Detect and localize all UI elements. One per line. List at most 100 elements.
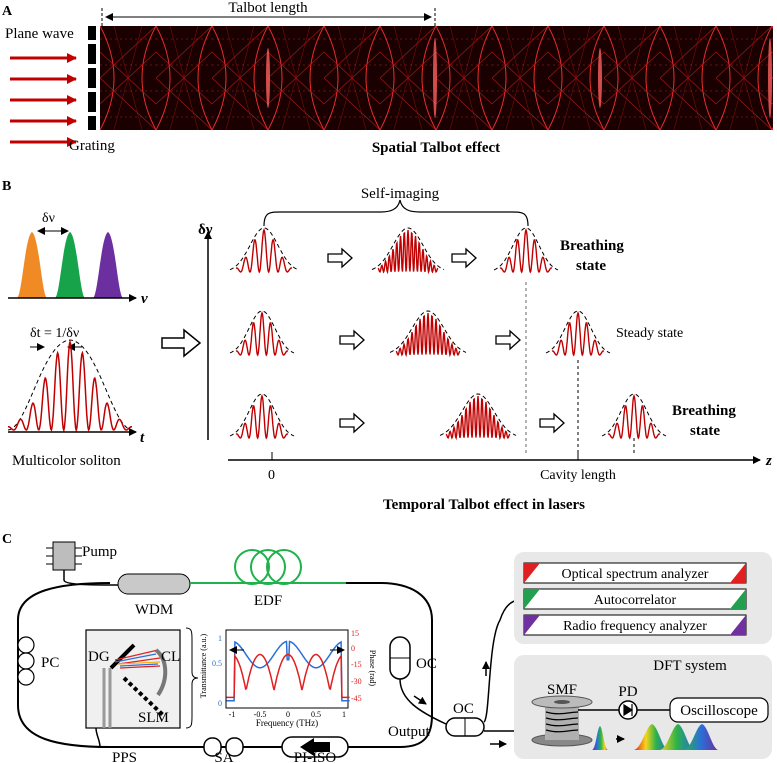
slm-label: SLM [138, 710, 169, 726]
pulse-envelope-5 [389, 310, 467, 353]
self-imaging-label: Self-imaging [361, 186, 440, 202]
nu-axis-label: ν [141, 291, 148, 307]
pulse-snapshot-1 [235, 228, 293, 274]
pulse-snapshot-8 [445, 395, 511, 441]
pulse-snapshot-5 [395, 312, 461, 358]
inset-left-tick-1: 1 [218, 634, 222, 643]
pulse-envelope-8 [439, 393, 517, 436]
spectral-line-green [55, 232, 85, 298]
oc1-to-oc2-fiber [399, 678, 447, 725]
delta-t-label: δt = 1/δν [30, 326, 79, 341]
panel-b-caption: Temporal Talbot effect in lasers [383, 497, 585, 513]
autocorrelator-instrument [523, 588, 747, 610]
edf-coil [190, 549, 346, 585]
dft-title: DFT system [653, 658, 727, 674]
inset-right-tick-m45: -45 [351, 694, 362, 703]
inset-right-tick-0: 0 [351, 644, 355, 653]
pulse-snapshot-6 [551, 310, 605, 357]
dg-label: DG [88, 649, 110, 665]
inset-left-tick-0-5: 0.5 [212, 659, 222, 668]
pps-fiber [95, 727, 101, 748]
concave-lens [154, 648, 168, 697]
pulse-snapshot-4 [235, 310, 289, 357]
pulse-envelope-9 [601, 393, 667, 437]
autocorrelator-label: Autocorrelator [594, 593, 677, 608]
pulse-envelope-3 [493, 227, 559, 271]
breathing-state-1b: state [576, 258, 606, 274]
panel-c: C Pump WDM EDF PC [2, 532, 772, 763]
tick-zero-label: 0 [268, 468, 275, 483]
pump [46, 541, 119, 586]
fiber-ring [17, 582, 433, 748]
soliton-pulse-train [8, 339, 132, 433]
wdm [117, 573, 191, 595]
plane-wave-arrows [10, 53, 77, 147]
evolution-arrow-4 [495, 329, 521, 351]
y-axis-label: δν [198, 222, 213, 238]
saturable-absorber [203, 737, 244, 757]
output-label: Output [388, 724, 431, 740]
spectral-line-purple [93, 232, 123, 298]
sa-label: SA [214, 750, 233, 763]
rfa-instrument [523, 614, 747, 636]
oscilloscope-label: Oscilloscope [680, 703, 758, 719]
panel-a-letter: A [2, 4, 13, 19]
polarization-controller [17, 636, 35, 686]
grating-label: Grating [69, 138, 115, 154]
panel-b-letter: B [2, 179, 11, 194]
cavity-length-label: Cavity length [540, 468, 616, 483]
diffraction-grating [109, 643, 136, 670]
panel-a: A Plane wave Grating Talbot length S [2, 0, 773, 156]
t-axis-label: t [140, 430, 145, 446]
oc2-label: OC [453, 701, 474, 717]
soliton-envelope [7, 339, 133, 431]
inset-xlabel: Frequency (THz) [256, 718, 318, 728]
talbot-length-label: Talbot length [228, 0, 308, 16]
self-imaging-brace [263, 199, 529, 227]
transform-arrow [161, 328, 202, 358]
oc2-to-analyzers-fiber [483, 599, 521, 723]
inset-brace [185, 627, 199, 729]
evolution-arrow-3 [339, 329, 365, 351]
wdm-label: WDM [135, 602, 173, 618]
pulse-snapshot-2 [377, 229, 439, 275]
pulse-snapshots [229, 227, 667, 441]
pump-label: Pump [82, 544, 117, 560]
rfa-label: Radio frequency analyzer [563, 619, 707, 634]
carpet-focal-points [266, 38, 772, 118]
inset-x-tick-m1: -1 [229, 710, 236, 719]
grating [88, 26, 96, 130]
smf-label: SMF [547, 682, 577, 698]
plane-wave-label: Plane wave [5, 26, 74, 42]
edf-label: EDF [254, 593, 282, 609]
evolution-arrow-6 [539, 412, 565, 434]
inset-x-tick-1: 1 [342, 710, 346, 719]
steady-state-label: Steady state [616, 326, 683, 341]
pulse-envelope-1 [229, 227, 299, 271]
pulse-envelope-4 [229, 310, 295, 354]
breathing-state-2: Breathing [672, 403, 736, 419]
inset-right-tick-15: 15 [351, 629, 359, 638]
output-arrow-1 [413, 695, 427, 705]
inset-right-tick-m30: -30 [351, 677, 362, 686]
pulse-envelope-2 [371, 227, 445, 270]
pc-label: PC [41, 655, 59, 671]
multicolor-soliton-label: Multicolor soliton [12, 453, 121, 469]
oc1-label: OC [416, 656, 437, 672]
evolution-arrow-1 [327, 247, 353, 269]
inset-ylabel-left: Transmittance (a.u.) [199, 633, 208, 698]
inset-x-tick-m0-5: -0.5 [254, 710, 267, 719]
panel-c-letter: C [2, 532, 12, 547]
transmittance-phase-inset: Transmittance (a.u.) Phase (rad) Frequen… [199, 629, 377, 728]
pulse-envelope-6 [545, 310, 611, 354]
dft-spectra-icon [592, 724, 718, 750]
inset-left-tick-0: 0 [218, 699, 222, 708]
pulse-envelope-7 [229, 393, 295, 437]
spectral-line-orange [17, 232, 47, 298]
pd-label: PD [618, 684, 637, 700]
breathing-state-1: Breathing [560, 238, 624, 254]
smf-spool [531, 695, 593, 747]
panel-a-caption: Spatial Talbot effect [372, 140, 500, 156]
breathing-state-2b: state [690, 423, 720, 439]
